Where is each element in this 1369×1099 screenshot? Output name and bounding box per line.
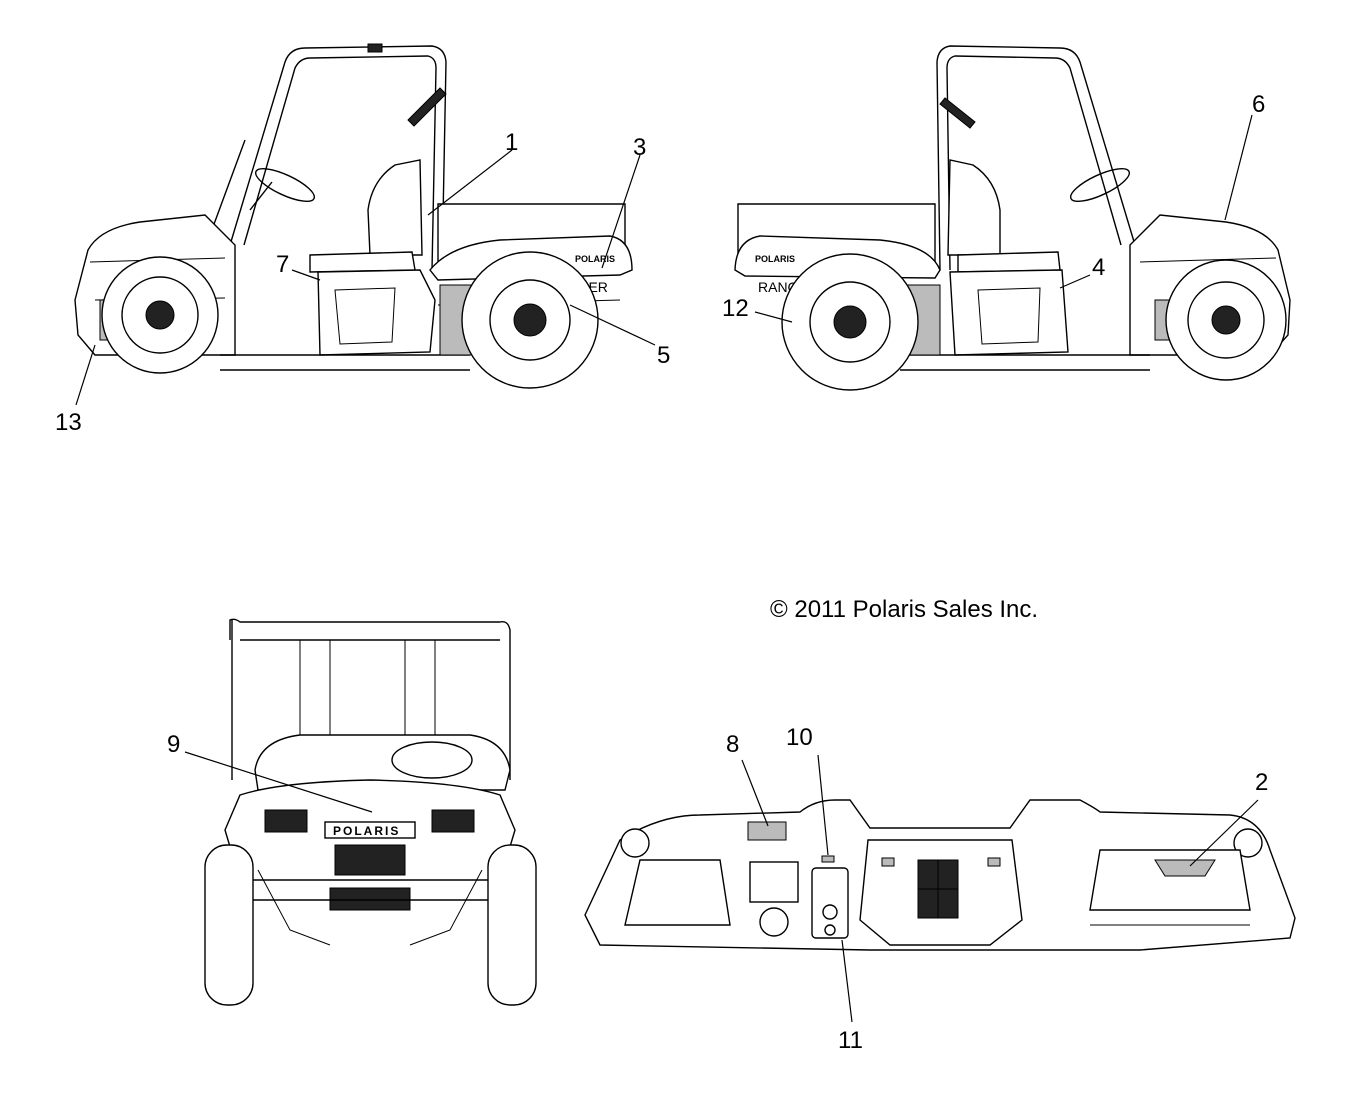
callout-6: 6 (1252, 91, 1265, 118)
right-bed-brand-decal: POLARIS (755, 254, 795, 264)
vehicle-left-side-view: POLARIS RANGER (74, 43, 633, 389)
grille-brand-decal: POLARIS (333, 824, 400, 838)
copyright-notice: © 2011 Polaris Sales Inc. (770, 596, 1038, 623)
callout-numbers: 1 2 3 4 5 6 7 8 9 10 11 12 13 (55, 91, 1268, 1054)
callout-2: 2 (1255, 769, 1268, 796)
left-bed-brand-decal: POLARIS (575, 254, 615, 264)
callout-13: 13 (55, 409, 82, 436)
callout-10: 10 (786, 724, 813, 751)
callout-leaders (75, 114, 1259, 1023)
callout-11: 11 (838, 1027, 863, 1054)
vehicle-front-view: POLARIS (204, 618, 537, 1006)
callout-3: 3 (633, 134, 646, 161)
callout-8: 8 (726, 731, 739, 758)
vehicle-right-side-view: POLARIS RANGER (734, 45, 1291, 391)
callout-9: 9 (167, 731, 180, 758)
callout-1: 1 (505, 129, 518, 156)
callout-5: 5 (657, 342, 670, 369)
callout-7: 7 (276, 251, 289, 278)
callout-4: 4 (1092, 254, 1105, 281)
dashboard-view (584, 799, 1296, 951)
callout-12: 12 (722, 295, 749, 322)
